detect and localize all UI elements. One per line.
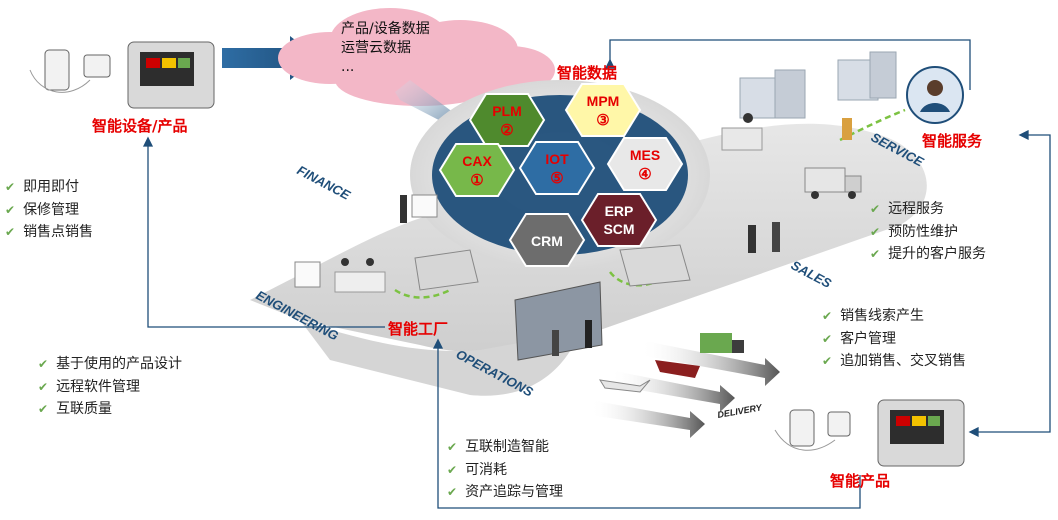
- list-item: ✔互联制造智能: [447, 439, 550, 455]
- hex-mes-label: MES: [630, 147, 660, 163]
- list-item: ✔预防性维护: [870, 223, 959, 240]
- list-item: ✔互联质量: [38, 401, 113, 417]
- factory-benefits-list: ✔互联制造智能 ✔可消耗 ✔资产追踪与管理: [447, 436, 563, 504]
- hex-mpm-label: MPM: [587, 93, 620, 109]
- list-item: ✔远程服务: [870, 201, 945, 217]
- hex-plm-label: PLM: [492, 103, 522, 119]
- check-icon: ✔: [870, 224, 881, 239]
- list-item: ✔客户管理: [822, 330, 897, 347]
- road-label-finance: FINANCE: [295, 162, 353, 203]
- service-benefits-list: ✔远程服务 ✔预防性维护 ✔提升的客户服务: [870, 198, 986, 266]
- hex-cax-num: ①: [470, 172, 483, 189]
- smart-product-title: 智能产品: [830, 472, 891, 490]
- hex-crm-label: CRM: [531, 233, 563, 249]
- check-icon: ✔: [5, 202, 16, 217]
- check-icon: ✔: [38, 357, 49, 371]
- check-icon: ✔: [447, 485, 458, 499]
- check-icon: ✔: [38, 402, 49, 416]
- smart-service-title: 智能服务: [922, 132, 983, 150]
- list-item: ✔基于使用的产品设计: [38, 356, 183, 372]
- check-icon: ✔: [447, 440, 458, 454]
- check-icon: ✔: [870, 247, 881, 261]
- engineering-benefits-list: ✔基于使用的产品设计 ✔远程软件管理 ✔互联质量: [38, 353, 182, 421]
- smart-device-title: 智能设备/产品: [92, 117, 188, 135]
- road-label-sales: SALES: [789, 257, 835, 291]
- cloud-line-1: 产品/设备数据: [341, 21, 430, 37]
- sales-benefits-list: ✔销售线索产生 ✔客户管理 ✔追加销售、交叉销售: [822, 305, 966, 373]
- smart-factory-title: 智能工厂: [388, 320, 449, 338]
- cloud-line-3: ...: [341, 59, 355, 75]
- hexagon-cluster: [438, 83, 684, 267]
- hexagon-labels: PLM ② MPM ③ CAX ① IOT ⑤ MES ④ ERP SCM CR…: [462, 93, 660, 249]
- hex-cax-label: CAX: [462, 153, 492, 169]
- feedback-lines: [142, 39, 1051, 509]
- hex-erp-label: ERP: [605, 203, 634, 219]
- check-icon: ✔: [822, 354, 833, 368]
- device-benefits-list: ✔即用即付 ✔保修管理 ✔销售点销售: [5, 176, 93, 244]
- check-icon: ✔: [5, 180, 16, 194]
- check-icon: ✔: [822, 309, 833, 323]
- list-item: ✔提升的客户服务: [870, 246, 987, 262]
- check-icon: ✔: [870, 202, 881, 216]
- list-item: ✔即用即付: [5, 179, 80, 195]
- list-item: ✔保修管理: [5, 201, 80, 218]
- hex-mes-num: ④: [638, 166, 651, 183]
- hex-iot-label: IOT: [545, 151, 569, 167]
- list-item: ✔远程软件管理: [38, 378, 141, 395]
- list-item: ✔销售点销售: [5, 224, 94, 240]
- list-item: ✔资产追踪与管理: [447, 484, 564, 500]
- cloud-line-2: 运营云数据: [341, 40, 411, 56]
- hex-scm-label: SCM: [603, 221, 634, 237]
- hex-mpm-num: ③: [596, 112, 609, 129]
- list-item: ✔追加销售、交叉销售: [822, 353, 967, 369]
- list-item: ✔销售线索产生: [822, 308, 925, 324]
- check-icon: ✔: [822, 331, 833, 346]
- check-icon: ✔: [447, 462, 458, 477]
- scene-illustrations: [29, 41, 965, 467]
- hex-iot-num: ⑤: [550, 170, 563, 187]
- list-item: ✔可消耗: [447, 461, 508, 478]
- hex-plm-num: ②: [500, 122, 513, 139]
- smart-data-title: 智能数据: [557, 64, 618, 82]
- check-icon: ✔: [5, 225, 16, 239]
- check-icon: ✔: [38, 379, 49, 394]
